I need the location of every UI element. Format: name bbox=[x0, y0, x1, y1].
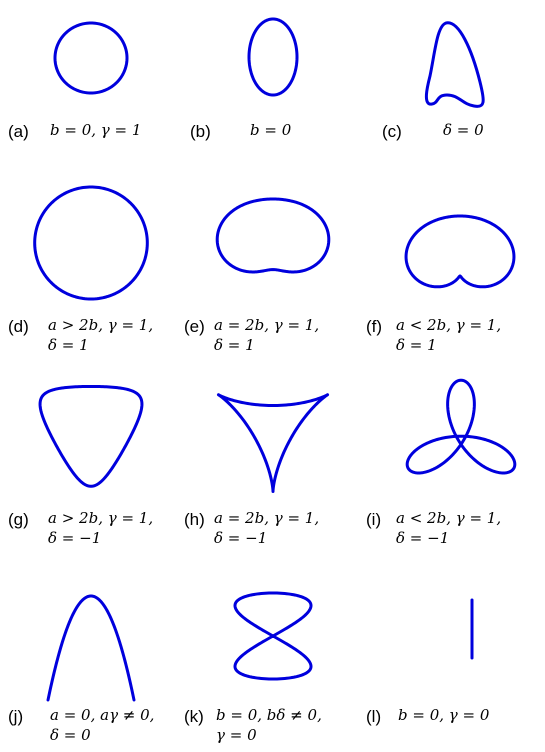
panel-condition: a = 2b, γ = 1, δ = 1 bbox=[214, 315, 319, 355]
panel-i: (i) a < 2b, γ = 1, δ = −1 bbox=[364, 365, 545, 570]
panel-condition: a < 2b, γ = 1, δ = −1 bbox=[396, 508, 501, 548]
curve-cardioid-smooth bbox=[33, 185, 149, 301]
panel-g: (g) a > 2b, γ = 1, δ = −1 bbox=[0, 365, 182, 570]
panel-h: (h) a = 2b, γ = 1, δ = −1 bbox=[182, 365, 364, 570]
curve-rounded-triangle bbox=[38, 384, 144, 488]
curve-path bbox=[405, 378, 517, 475]
curve-trefoil bbox=[405, 378, 517, 475]
panel-label: (k) bbox=[184, 707, 204, 726]
panel-label: (f) bbox=[366, 317, 383, 336]
panel-label: (a) bbox=[8, 122, 29, 141]
condition-line: δ = 1 bbox=[396, 336, 437, 354]
panel-condition: a = 2b, γ = 1, δ = −1 bbox=[214, 508, 319, 548]
panel-condition: a > 2b, γ = 1, δ = −1 bbox=[48, 508, 153, 548]
curve-limacon-inner-loop bbox=[404, 214, 516, 289]
curve-figure-eight bbox=[233, 591, 313, 681]
panel-label: (l) bbox=[366, 707, 382, 726]
condition-line: γ = 0 bbox=[216, 726, 257, 744]
curve-path bbox=[46, 594, 136, 702]
curve-path bbox=[33, 185, 149, 301]
condition-line: a = 2b, γ = 1, bbox=[214, 509, 320, 527]
condition-line: a = 2b, γ = 1, bbox=[214, 316, 320, 334]
panel-l: (l) b = 0, γ = 0 bbox=[364, 570, 545, 752]
panel-label: (e) bbox=[184, 317, 205, 336]
condition-line: δ = 0 bbox=[50, 726, 91, 744]
curve-circle bbox=[53, 21, 129, 95]
curve-path bbox=[53, 21, 129, 95]
condition-line: b = 0, bδ ≠ 0, bbox=[216, 706, 322, 724]
condition-line: δ = −1 bbox=[48, 529, 102, 547]
condition-line: a < 2b, γ = 1, bbox=[396, 316, 502, 334]
condition-line: a < 2b, γ = 1, bbox=[396, 509, 502, 527]
curve-path bbox=[215, 197, 331, 274]
curve-path bbox=[404, 214, 516, 289]
panel-f: (f) a < 2b, γ = 1, δ = 1 bbox=[364, 170, 545, 365]
panel-label: (d) bbox=[8, 317, 29, 336]
curve-bell-loop bbox=[424, 21, 485, 108]
panel-condition: b = 0, bδ ≠ 0, γ = 0 bbox=[216, 705, 322, 745]
panel-condition: a > 2b, γ = 1, δ = 1 bbox=[48, 315, 153, 355]
panel-label: (g) bbox=[8, 510, 29, 529]
curve-cardioid-cusp bbox=[215, 197, 331, 274]
curve-ellipse bbox=[247, 17, 299, 97]
condition-line: b = 0 bbox=[250, 121, 292, 139]
panel-condition: a < 2b, γ = 1, δ = 1 bbox=[396, 315, 501, 355]
panel-condition: a = 0, aγ ≠ 0, δ = 0 bbox=[50, 705, 154, 745]
panel-condition: b = 0, γ = 0 bbox=[398, 705, 489, 725]
condition-line: a > 2b, γ = 1, bbox=[48, 316, 154, 334]
condition-line: δ = −1 bbox=[214, 529, 268, 547]
condition-line: δ = 0 bbox=[443, 121, 484, 139]
condition-line: δ = 1 bbox=[48, 336, 89, 354]
curve-path bbox=[247, 17, 299, 97]
condition-line: b = 0, γ = 1 bbox=[50, 121, 142, 139]
panel-condition: b = 0, γ = 1 bbox=[50, 120, 141, 140]
condition-line: a = 0, aγ ≠ 0, bbox=[50, 706, 155, 724]
panel-j: (j) a = 0, aγ ≠ 0, δ = 0 bbox=[0, 570, 182, 752]
condition-line: δ = −1 bbox=[396, 529, 450, 547]
panel-c: (c) δ = 0 bbox=[364, 0, 545, 170]
curve-deltoid bbox=[216, 393, 330, 493]
condition-line: a > 2b, γ = 1, bbox=[48, 509, 154, 527]
condition-line: b = 0, γ = 0 bbox=[398, 706, 490, 724]
panel-label: (c) bbox=[382, 122, 402, 141]
panel-label: (b) bbox=[190, 122, 211, 141]
panel-b: (b) b = 0 bbox=[182, 0, 364, 170]
panel-a: (a) b = 0, γ = 1 bbox=[0, 0, 182, 170]
curve-path bbox=[38, 384, 144, 488]
panel-condition: δ = 0 bbox=[443, 120, 484, 140]
curve-vertical-segment bbox=[470, 598, 474, 660]
panel-e: (e) a = 2b, γ = 1, δ = 1 bbox=[182, 170, 364, 365]
panel-label: (j) bbox=[8, 707, 24, 726]
curve-path bbox=[233, 591, 313, 681]
panel-label: (h) bbox=[184, 510, 205, 529]
panel-d: (d) a > 2b, γ = 1, δ = 1 bbox=[0, 170, 182, 365]
panel-label: (i) bbox=[366, 510, 382, 529]
panel-k: (k) b = 0, bδ ≠ 0, γ = 0 bbox=[182, 570, 364, 752]
panel-condition: b = 0 bbox=[250, 120, 291, 140]
curve-parabola-arc bbox=[46, 594, 136, 702]
curve-path bbox=[216, 393, 330, 493]
condition-line: δ = 1 bbox=[214, 336, 255, 354]
curve-path bbox=[424, 21, 485, 108]
